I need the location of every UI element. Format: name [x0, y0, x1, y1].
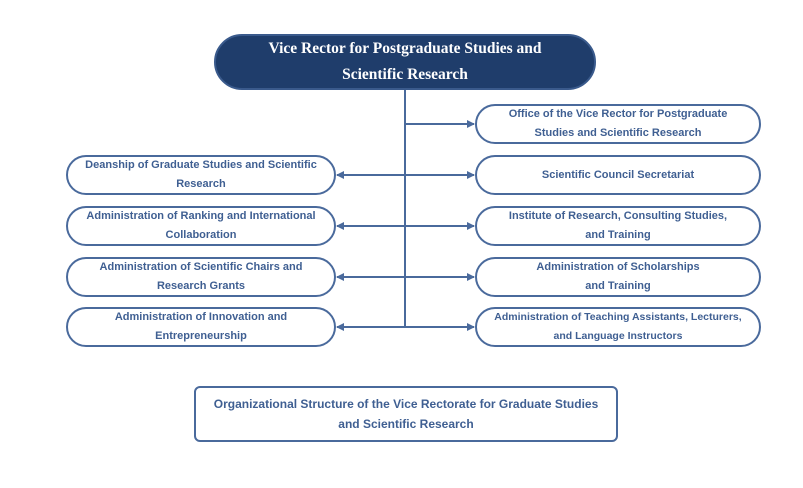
node-line-2: Collaboration: [165, 229, 237, 241]
node-line-2: Entrepreneurship: [155, 330, 247, 342]
node-line-2: Studies and Scientific Research: [534, 127, 702, 139]
root-line-1: Vice Rector for Postgraduate Studies and: [268, 40, 542, 57]
node-line-1: Administration of Scientific Chairs and: [99, 261, 303, 273]
node-line-1: Deanship of Graduate Studies and Scienti…: [85, 159, 317, 171]
node-line-2: and Training: [585, 229, 651, 241]
node-line-1: Administration of Ranking and Internatio…: [86, 210, 316, 222]
node-line-2: and Training: [585, 280, 651, 292]
caption-line-2: and Scientific Research: [338, 417, 474, 431]
node-line-2: Research Grants: [156, 280, 246, 292]
node-scholarships-training: Administration of Scholarships and Traini…: [475, 257, 761, 297]
node-line-1: Office of the Vice Rector for Postgradua…: [508, 108, 728, 120]
node-teaching-assistants-lecturers: Administration of Teaching Assistants, L…: [475, 307, 761, 347]
node-line-1: Institute of Research, Consulting Studie…: [508, 210, 728, 222]
node-line-1: Scientific Council Secretariat: [541, 168, 695, 181]
node-line-2: Research: [176, 178, 226, 190]
node-scientific-council-secretariat: Scientific Council Secretariat: [475, 155, 761, 195]
node-institute-research-consulting: Institute of Research, Consulting Studie…: [475, 206, 761, 246]
node-office-vice-rector: Office of the Vice Rector for Postgradua…: [475, 104, 761, 144]
root-node-vice-rector: Vice Rector for Postgraduate Studies and…: [214, 34, 596, 90]
node-line-1: Administration of Scholarships: [536, 261, 700, 273]
root-line-2: Scientific Research: [342, 66, 468, 83]
caption-line-1: Organizational Structure of the Vice Rec…: [213, 397, 599, 411]
node-line-2: and Language Instructors: [553, 330, 683, 342]
node-deanship-graduate-studies: Deanship of Graduate Studies and Scienti…: [66, 155, 336, 195]
diagram-caption: Organizational Structure of the Vice Rec…: [194, 386, 618, 442]
node-ranking-international-collaboration: Administration of Ranking and Internatio…: [66, 206, 336, 246]
node-line-1: Administration of Teaching Assistants, L…: [494, 311, 742, 323]
node-line-1: Administration of Innovation and: [114, 311, 288, 323]
